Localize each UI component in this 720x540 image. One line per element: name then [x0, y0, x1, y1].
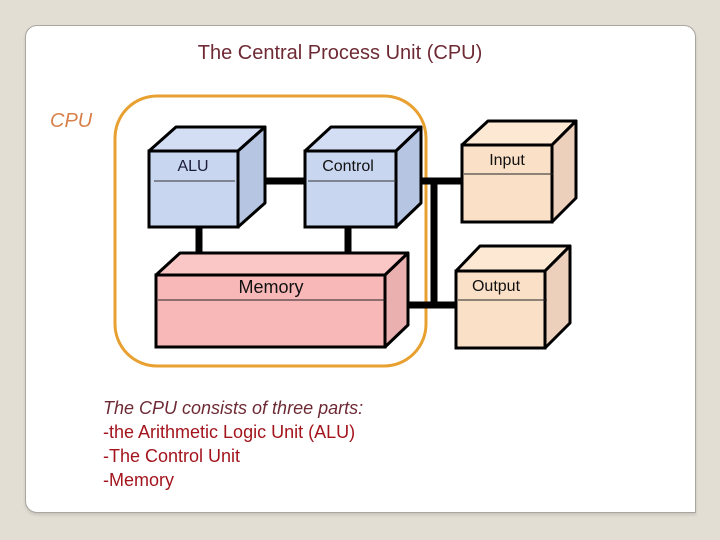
- cpu-group-outline: [113, 94, 428, 368]
- output-block: Output: [454, 244, 572, 350]
- memory-label: Memory: [238, 277, 303, 297]
- alu-block: ALU: [147, 125, 267, 229]
- memory-block: Memory: [154, 251, 410, 349]
- caption-item-alu: -the Arithmetic Logic Unit (ALU): [103, 422, 356, 442]
- connectors: [195, 177, 462, 309]
- output-label: Output: [472, 278, 521, 295]
- slide-title: The Central Process Unit (CPU): [197, 42, 483, 64]
- caption-heading: The CPU consists of three parts:: [103, 398, 364, 418]
- caption: The CPU consists of three parts: -the Ar…: [103, 396, 363, 492]
- cpu-group-label: CPU: [50, 110, 93, 132]
- control-label: Control: [322, 158, 374, 175]
- alu-label: ALU: [177, 158, 208, 175]
- input-block: Input: [460, 119, 578, 224]
- caption-item-memory: -Memory: [103, 470, 174, 490]
- input-label: Input: [489, 152, 525, 169]
- caption-item-control: -The Control Unit: [103, 446, 241, 466]
- control-block: Control: [303, 125, 423, 229]
